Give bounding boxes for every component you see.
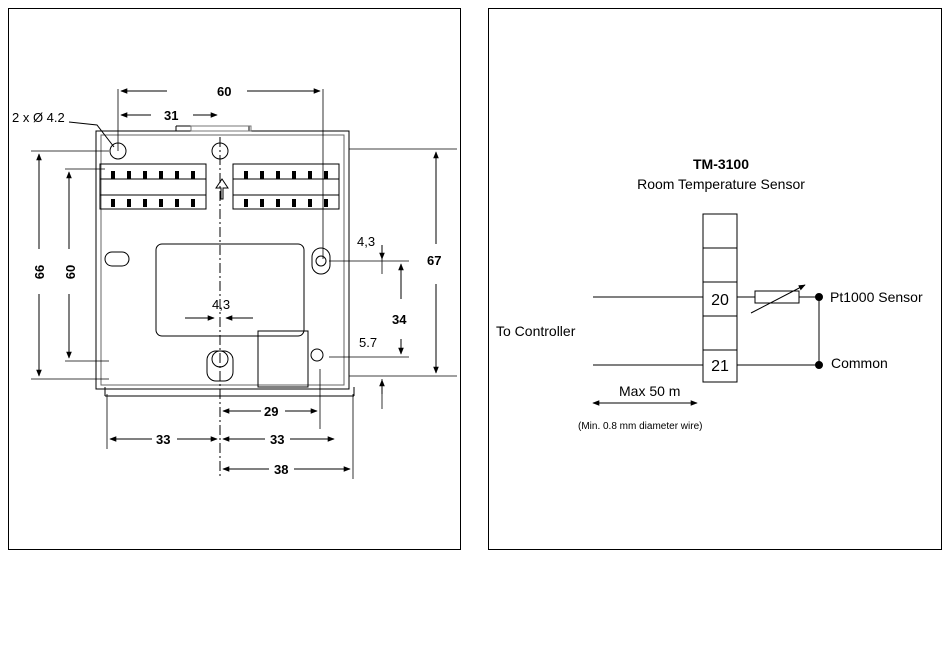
dim-slot-width: 4,3 xyxy=(212,297,230,312)
terminal-20: 20 xyxy=(711,292,729,309)
dim-left-outer: 66 xyxy=(32,265,47,279)
wiring-diagram-panel: TM-3100 Room Temperature Sensor 20 21 xyxy=(488,8,942,550)
dim-bottom-29: 29 xyxy=(264,404,278,419)
hole-callout: 2 x Ø 4.2 xyxy=(12,110,65,125)
dim-bottom-38: 38 xyxy=(274,462,288,477)
dim-top-half: 31 xyxy=(164,108,178,123)
dim-right-inner: 34 xyxy=(392,312,407,327)
terminal-21: 21 xyxy=(711,358,729,375)
label-common: Common xyxy=(831,355,888,371)
sensor-title: TM-3100 xyxy=(693,156,749,172)
junction-dot-sensor xyxy=(816,294,823,301)
variable-arrow xyxy=(751,285,805,313)
mounting-drawing: 2 x Ø 4.2 60 31 66 60 67 34 4,3 5.7 4,3 … xyxy=(9,9,462,551)
dim-left-inner: 60 xyxy=(63,265,78,279)
label-max-length: Max 50 m xyxy=(619,383,680,399)
dim-bottom-33-left: 33 xyxy=(156,432,170,447)
wiring-diagram: TM-3100 Room Temperature Sensor 20 21 xyxy=(489,9,943,551)
junction-dot-common xyxy=(816,362,823,369)
extension-lines xyxy=(31,89,457,479)
dim-bottom-33-right: 33 xyxy=(270,432,284,447)
mounting-drawing-panel: 2 x Ø 4.2 60 31 66 60 67 34 4,3 5.7 4,3 … xyxy=(8,8,461,550)
dim-small-bottom: 5.7 xyxy=(359,335,377,350)
label-wire-note: (Min. 0.8 mm diameter wire) xyxy=(578,421,702,432)
pt1000-resistor xyxy=(755,291,799,303)
dim-small-top: 4,3 xyxy=(357,234,375,249)
enclosure-outline xyxy=(96,126,354,396)
dim-right-outer: 67 xyxy=(427,253,441,268)
label-controller: To Controller xyxy=(496,323,576,339)
dim-top-width: 60 xyxy=(217,84,231,99)
dimension-lines xyxy=(39,91,436,469)
center-cutout xyxy=(156,137,308,479)
sensor-subtitle: Room Temperature Sensor xyxy=(637,176,805,192)
label-sensor: Pt1000 Sensor xyxy=(830,289,923,305)
